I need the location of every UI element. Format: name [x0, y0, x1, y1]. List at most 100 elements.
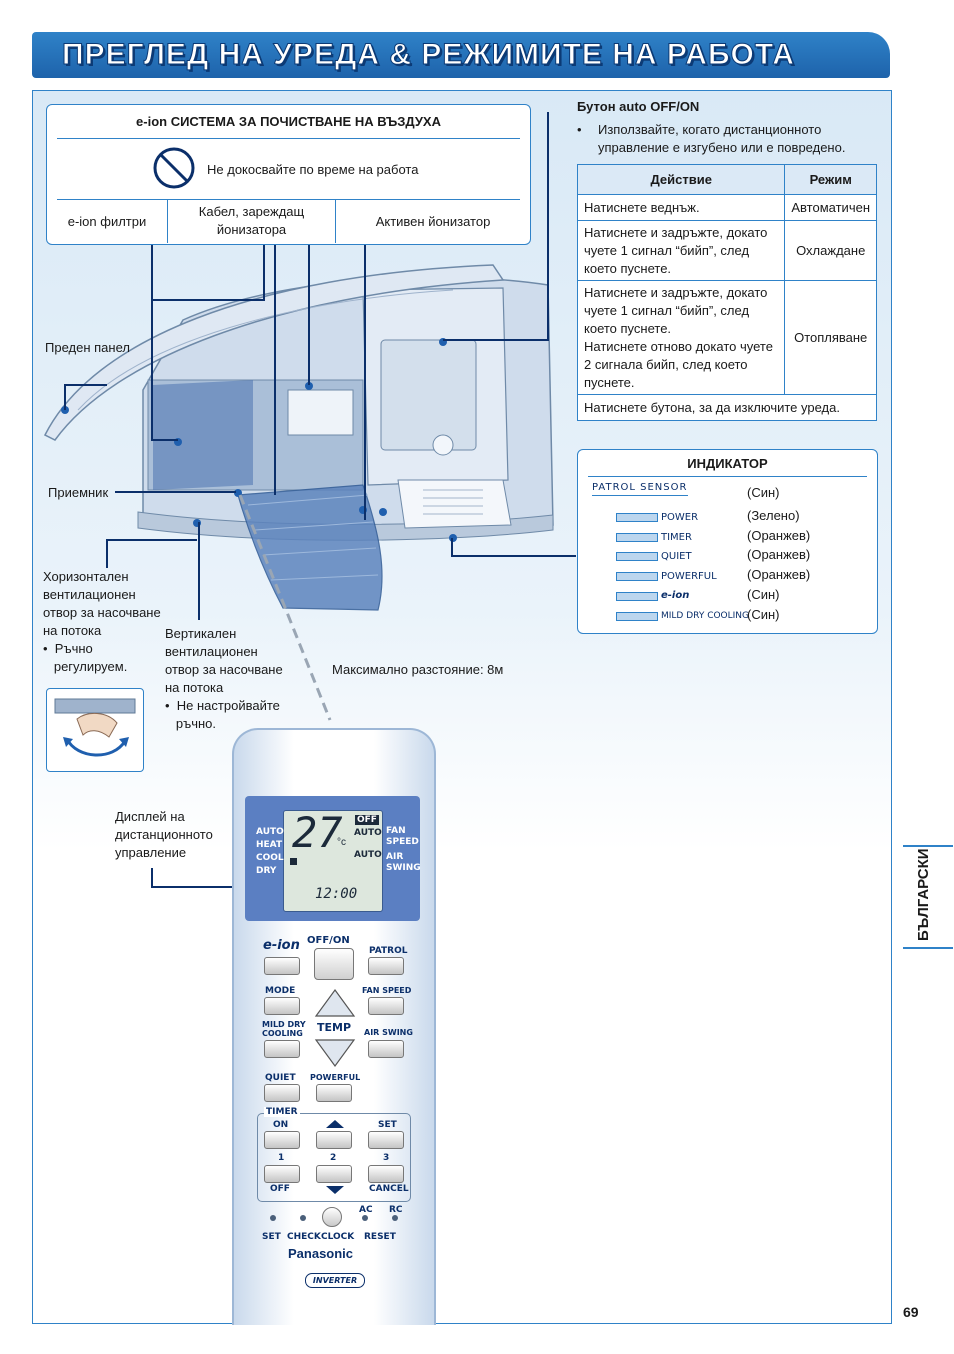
quiet-button-label: QUIET	[265, 1073, 296, 1083]
remote-lcd	[283, 810, 383, 912]
bottom-set-label: SET	[262, 1232, 281, 1242]
vertical-vane-label: Вертикален вентилационен отвор за насочв…	[165, 626, 283, 731]
lcd-auto-fan: AUTO	[354, 828, 382, 838]
indicator-milddry-color: (Син)	[747, 607, 780, 622]
timer-2-button[interactable]	[316, 1165, 352, 1183]
indicator-milddry-label: MILD DRY COOLING	[661, 611, 750, 621]
action-row-1: Натиснете веднъж.	[576, 194, 786, 221]
check-label: CHECK	[287, 1232, 321, 1242]
patrol-button[interactable]	[368, 957, 404, 975]
indicator-eion-color: (Син)	[747, 587, 780, 602]
lcd-unit: °c	[337, 837, 346, 848]
indicator-eion-label: e-ion	[661, 590, 690, 601]
indicator-power-bar	[616, 513, 658, 522]
ac-reset-pin[interactable]	[362, 1215, 368, 1221]
horizontal-vane-label: Хоризонтален вентилационен отвор за насо…	[43, 569, 161, 674]
patrol-button-label: PATROL	[369, 946, 408, 956]
action-mode-table: Действие Режим Натиснете веднъж. Автомат…	[576, 164, 877, 421]
timer-on-button[interactable]	[264, 1131, 300, 1149]
timer-2-label: 2	[330, 1153, 337, 1163]
indicator-patrol-color: (Син)	[747, 485, 780, 500]
max-distance-label: Максимално разстояние: 8м	[332, 662, 504, 677]
timer-set-button[interactable]	[368, 1131, 404, 1149]
check-pin-button[interactable]	[300, 1215, 306, 1221]
eion-button[interactable]	[264, 957, 300, 975]
timer-set-label: SET	[378, 1120, 397, 1130]
action-row-3: Натиснете и задръжте, докато чуете 1 сиг…	[576, 280, 786, 395]
timer-up-button[interactable]	[316, 1131, 352, 1149]
fan-speed-button[interactable]	[368, 997, 404, 1015]
lcd-temperature: 27	[292, 808, 343, 857]
manual-adjust-illustration	[46, 688, 144, 772]
brand-logo: Panasonic	[288, 1246, 354, 1261]
title-bar: ПРЕГЛЕД НА УРЕДА & РЕЖИМИТЕ НА РАБОТА	[32, 32, 890, 78]
mild-dry-label-1: MILD DRY	[262, 1020, 306, 1029]
timer-3-label: 3	[383, 1153, 390, 1163]
indicator-quiet-bar	[616, 552, 658, 561]
remote-air-swing-label: AIR SWING	[386, 852, 421, 873]
mild-dry-button[interactable]	[264, 1040, 300, 1058]
fan-speed-button-label: FAN SPEED	[362, 986, 412, 995]
header-mode: Режим	[784, 164, 877, 195]
temp-up-icon	[314, 988, 356, 1017]
ac-label: AC	[359, 1205, 373, 1215]
indicator-timer-color: (Оранжев)	[747, 528, 811, 543]
mode-heating: Отопляване	[784, 280, 877, 395]
timer-down-icon	[326, 1186, 344, 1194]
eion-heading: e-ion СИСТЕМА ЗА ПОЧИСТВАНЕ НА ВЪЗДУХА	[136, 114, 441, 129]
indicator-powerful-bar	[616, 572, 658, 581]
auto-button-heading: Бутон auto OFF/ON	[577, 99, 700, 114]
rc-reset-pin[interactable]	[392, 1215, 398, 1221]
ionizer-cable-label-2: йонизатора	[216, 222, 287, 237]
remote-display-label: Дисплей на дистанционното управление	[115, 809, 213, 860]
indicator-powerful-color: (Оранжев)	[747, 567, 811, 582]
indicator-milddry-bar	[616, 612, 658, 621]
reset-label: RESET	[364, 1232, 396, 1242]
page-number: 69	[903, 1304, 919, 1320]
indicator-powerful-label: POWERFUL	[661, 571, 717, 582]
mode-button-label: MODE	[265, 986, 296, 996]
mode-button[interactable]	[264, 997, 300, 1015]
eion-system-box: e-ion СИСТЕМА ЗА ПОЧИСТВАНЕ НА ВЪЗДУХА Н…	[46, 104, 531, 245]
active-ionizer-label: Активен йонизатор	[375, 214, 491, 229]
set-pin-button[interactable]	[270, 1215, 276, 1221]
page-title: ПРЕГЛЕД НА УРЕДА & РЕЖИМИТЕ НА РАБОТА	[62, 38, 795, 72]
action-footer: Натиснете бутона, за да изключите уреда.	[577, 394, 877, 421]
timer-on-label: ON	[273, 1120, 289, 1130]
remote-mode-list: AUTO HEAT COOL DRY	[256, 827, 284, 876]
offon-button[interactable]	[314, 948, 354, 980]
powerful-button[interactable]	[316, 1084, 352, 1102]
inverter-logo: INVERTER	[305, 1273, 365, 1288]
timer-label: TIMER	[264, 1107, 300, 1117]
temp-down-icon	[314, 1039, 356, 1068]
air-swing-button[interactable]	[368, 1040, 404, 1058]
lcd-off: OFF	[355, 815, 379, 825]
timer-3-button[interactable]	[368, 1165, 404, 1183]
indicator-quiet-label: QUIET	[661, 551, 692, 562]
offon-button-label: OFF/ON	[307, 935, 350, 946]
mode-cooling: Охлаждане	[784, 220, 877, 281]
timer-1-button[interactable]	[264, 1165, 300, 1183]
timer-up-icon	[326, 1120, 344, 1128]
language-tab: БЪЛГАРСКИ	[903, 845, 953, 949]
quiet-button[interactable]	[264, 1084, 300, 1102]
indicator-power-label: POWER	[661, 512, 699, 523]
timer-off-label: OFF	[270, 1184, 290, 1194]
temp-buttons[interactable]	[314, 988, 356, 1068]
clock-label: CLOCK	[321, 1232, 355, 1242]
eion-filters-label: e-ion филтри	[67, 214, 147, 229]
indicator-box: ИНДИКАТОР PATROL SENSOR (Син) POWER (Зел…	[577, 449, 878, 634]
indicator-heading: ИНДИКАТОР	[687, 456, 768, 471]
clock-button[interactable]	[322, 1207, 342, 1227]
eion-warning: Не докосвайте по време на работа	[207, 162, 419, 177]
header-action: Действие	[576, 164, 786, 195]
indicator-eion-bar	[616, 592, 658, 601]
indicator-quiet-color: (Оранжев)	[747, 547, 811, 562]
air-swing-button-label: AIR SWING	[364, 1028, 413, 1037]
auto-button-text-2: управление е изгубено или е повредено.	[598, 140, 846, 155]
timer-1-label: 1	[278, 1153, 285, 1163]
temp-label: TEMP	[317, 1021, 352, 1034]
front-panel-label: Преден панел	[45, 340, 130, 355]
language-tab-label: БЪЛГАРСКИ	[915, 848, 932, 941]
mild-dry-label-2: COOLING	[262, 1029, 303, 1038]
